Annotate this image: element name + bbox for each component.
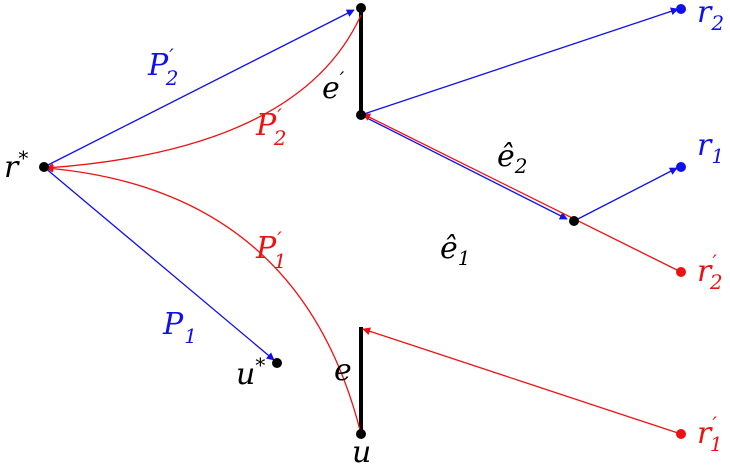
blue-arrow-eprime-to-mid	[360, 114, 568, 220]
label-e-hat-2: ê2	[497, 139, 528, 178]
blue-arrow-eprime-to-r2	[360, 7, 679, 116]
blue-arrow-rstar-to-top	[43, 9, 355, 168]
node-r1-prime	[676, 429, 686, 439]
node-u	[356, 429, 366, 439]
label-e: e	[334, 353, 352, 388]
label-r-star: r*	[4, 146, 28, 185]
red-arrow-r1prime-to-e	[362, 327, 682, 435]
label-p1-blue: P1	[162, 307, 197, 348]
node-u-star	[272, 358, 282, 368]
blue-arrow-mid-to-r1	[573, 167, 678, 222]
red-curve-u-to-rstar	[45, 164, 362, 435]
node-r-star	[39, 162, 49, 172]
node-top	[356, 3, 366, 13]
node-r1	[676, 162, 686, 172]
label-e-prime: e′	[322, 67, 345, 106]
label-p1-prime-red: P′1	[255, 227, 286, 273]
label-r2-prime: r′2	[697, 250, 723, 294]
red-curve-top-to-rstar	[45, 14, 362, 172]
label-p2-prime-blue: P′2	[147, 44, 178, 90]
red-arrow-r2prime-to-eprime	[362, 113, 682, 273]
node-r2	[676, 4, 686, 14]
label-p2-prime-red: P′2	[255, 104, 286, 150]
label-r1: r1	[697, 128, 724, 168]
label-e-hat-1: ê1	[440, 231, 471, 270]
label-u: u	[352, 435, 371, 466]
blue-arrow-rstar-to-ustar	[43, 166, 275, 361]
label-r1-prime: r′1	[697, 412, 723, 456]
node-mid	[569, 216, 579, 226]
label-r2: r2	[697, 0, 724, 35]
label-u-star: u*	[236, 353, 265, 392]
node-r2-prime	[676, 267, 686, 277]
node-e-prime	[356, 110, 366, 120]
